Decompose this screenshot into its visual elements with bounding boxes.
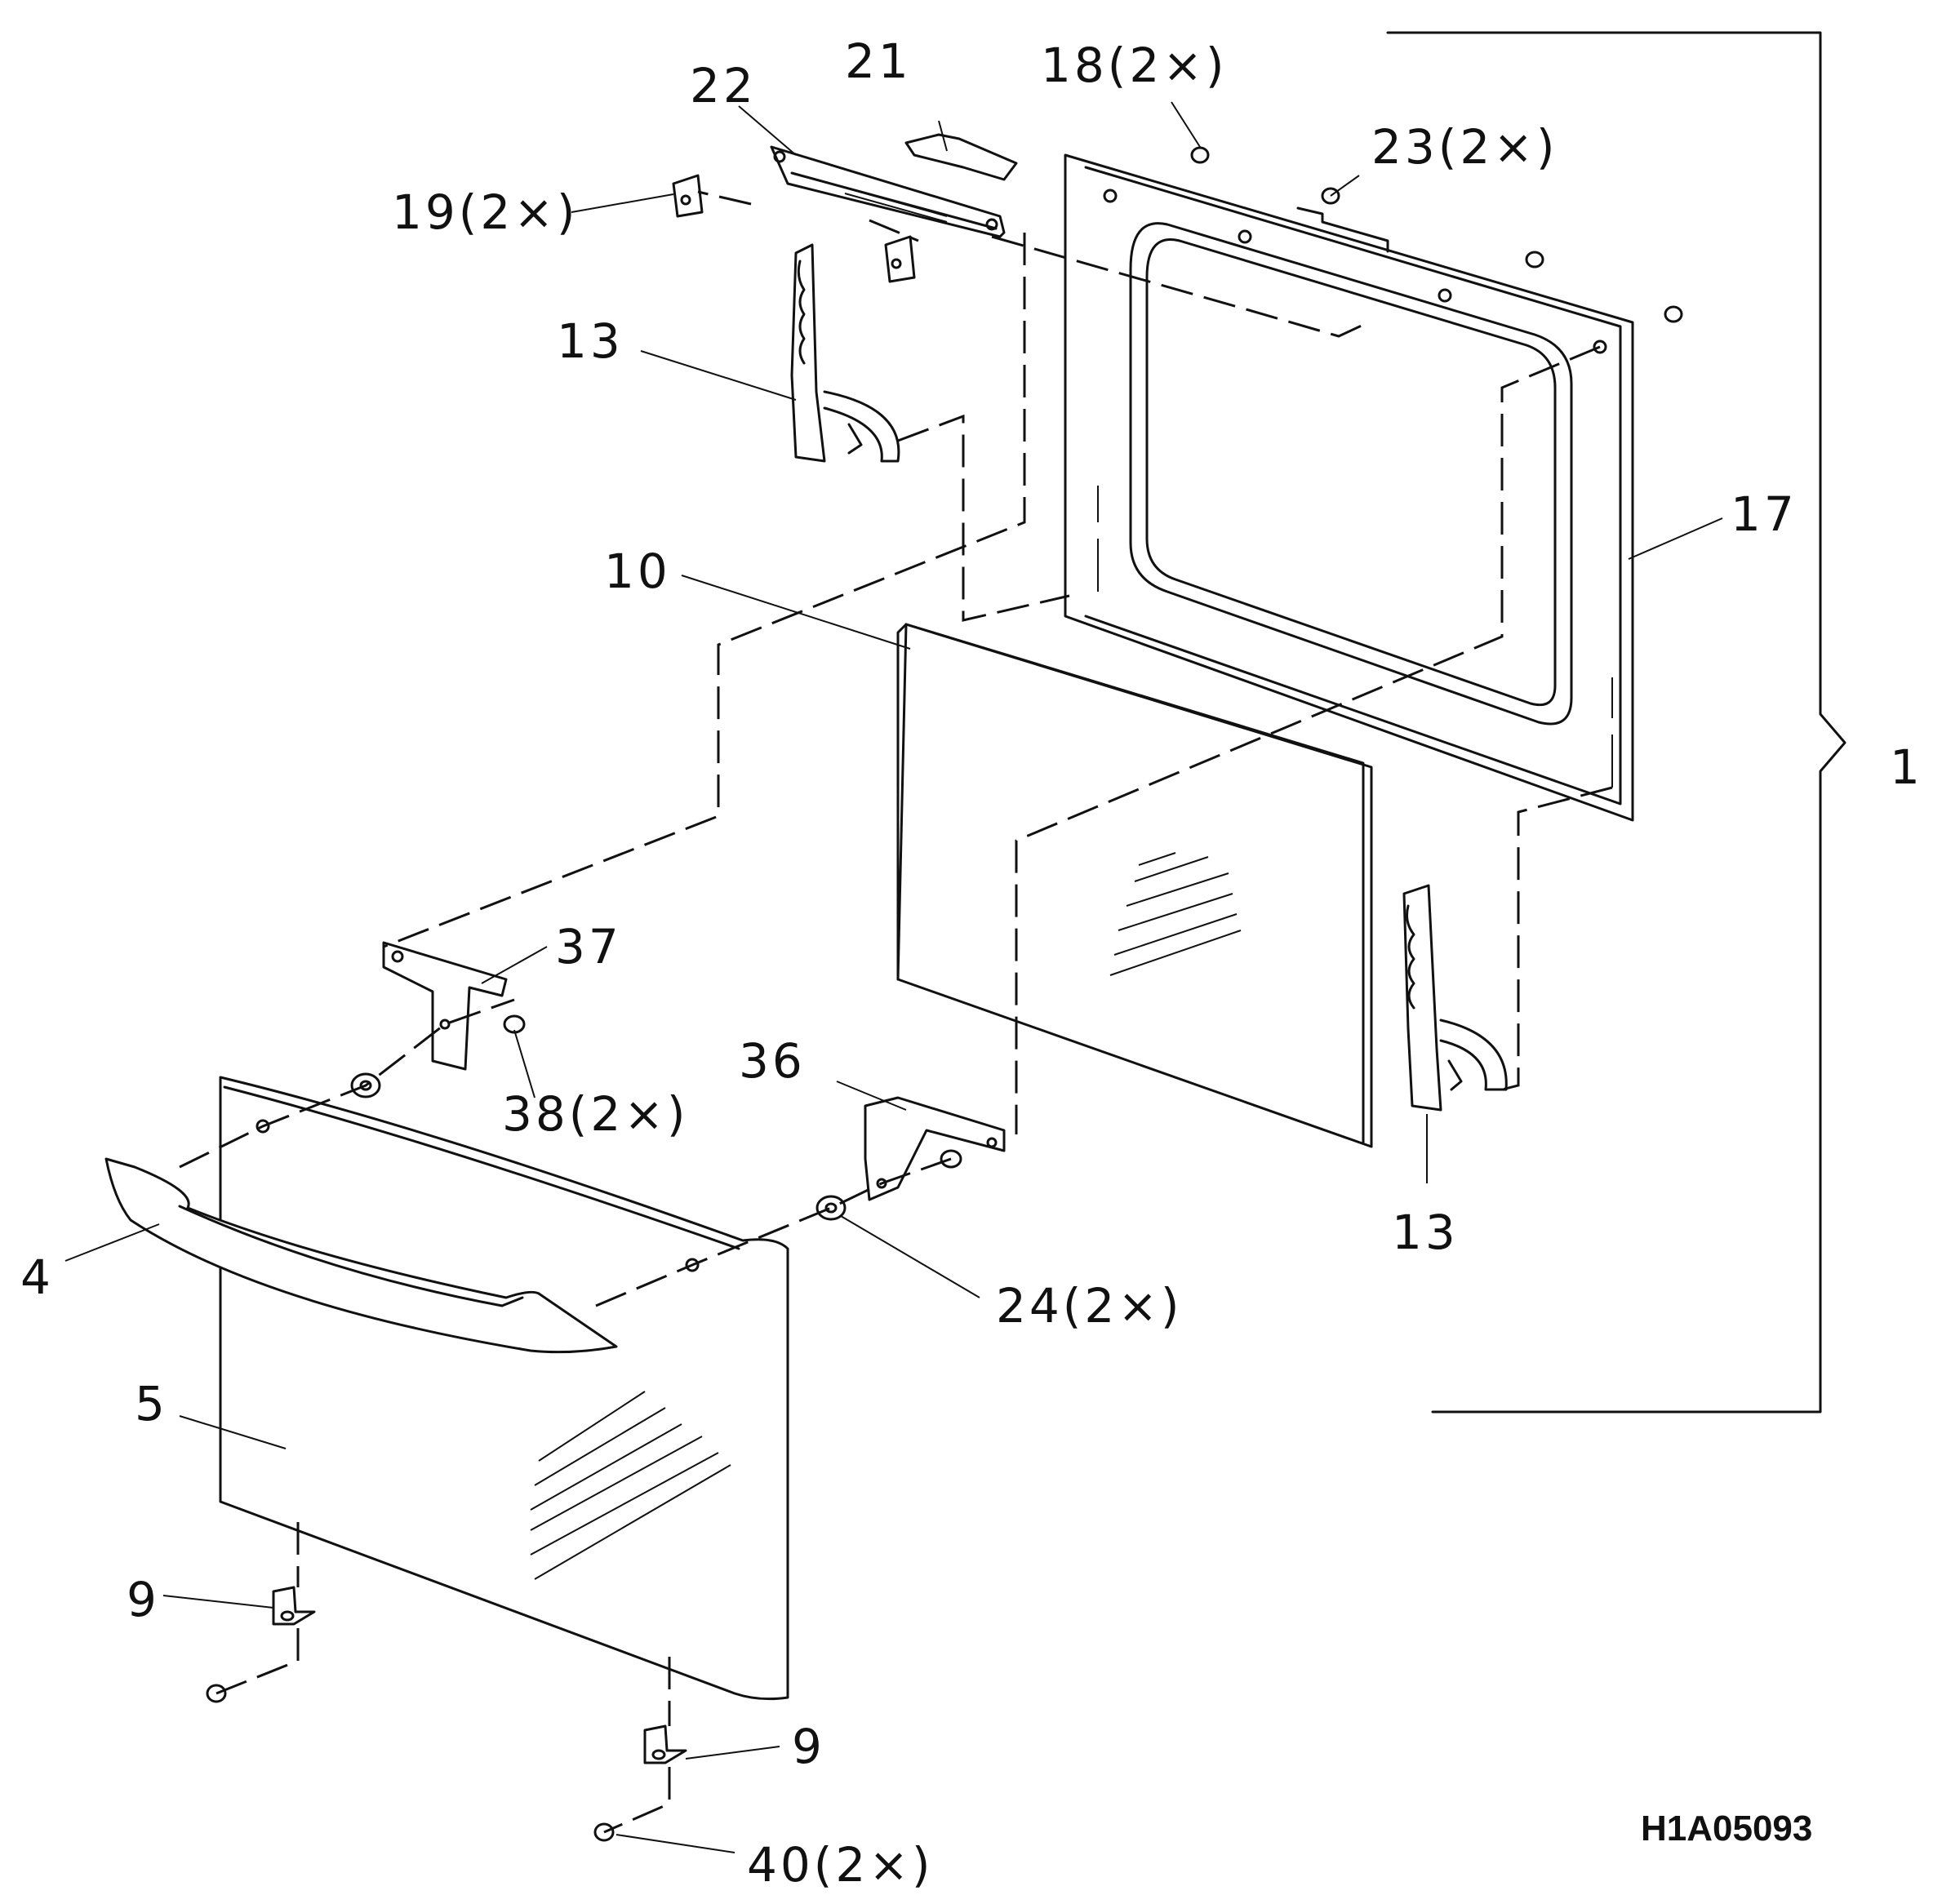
callout-40: 40(2×): [747, 1837, 934, 1893]
handle-4: [104, 1157, 618, 1354]
screw-18-b: [1664, 305, 1683, 323]
callout-17: 17: [1731, 486, 1798, 542]
hinge-bracket-9-right: [643, 1724, 687, 1764]
callout-13-top: 13: [557, 313, 624, 369]
leader-lines: [64, 101, 1723, 1853]
screw-18: [1190, 146, 1210, 164]
callout-23: 23(2×): [1371, 119, 1558, 175]
callout-13-bottom: 13: [1392, 1205, 1459, 1260]
callout-4: 4: [20, 1249, 54, 1305]
bracket-37: [382, 941, 508, 1071]
outer-door-panel-5: [219, 1076, 789, 1701]
glass-panel-10: [896, 623, 1373, 1148]
callout-18: 18(2×): [1041, 38, 1228, 93]
callout-36: 36: [739, 1033, 806, 1089]
door-frame-17: [1064, 153, 1634, 822]
screw-23-b: [1525, 251, 1544, 269]
callout-9-left: 9: [127, 1572, 160, 1627]
hinge-13-top: [790, 243, 900, 463]
callout-22: 22: [690, 58, 757, 113]
assembly-dash-lines: [179, 190, 1613, 1834]
assembly-bracket: [1386, 31, 1846, 1414]
callout-21: 21: [845, 33, 912, 89]
part-21: [904, 133, 1018, 181]
spacer-24-right: [815, 1195, 847, 1221]
hinge-bracket-9-left: [272, 1586, 316, 1626]
callout-9-right: 9: [792, 1719, 825, 1774]
callout-37: 37: [555, 919, 622, 974]
bracket-36: [864, 1096, 1006, 1201]
clip-19-right: [884, 235, 916, 283]
callout-1: 1: [1890, 739, 1923, 795]
callout-38: 38(2×): [502, 1086, 689, 1142]
hinge-13-bottom: [1402, 884, 1508, 1112]
callout-10: 10: [604, 544, 671, 599]
callout-24: 24(2×): [996, 1278, 1183, 1334]
callout-5: 5: [135, 1376, 168, 1431]
callout-19: 19(2×): [392, 184, 579, 240]
clip-19-left: [672, 174, 704, 218]
callouts: 1 4 5 9 9 10 13 13 17 18(2×) 19(2×) 21 2…: [20, 33, 1923, 1893]
vent-bracket-22: [770, 145, 1006, 238]
drawing-code: H1A05093: [1641, 1809, 1812, 1849]
